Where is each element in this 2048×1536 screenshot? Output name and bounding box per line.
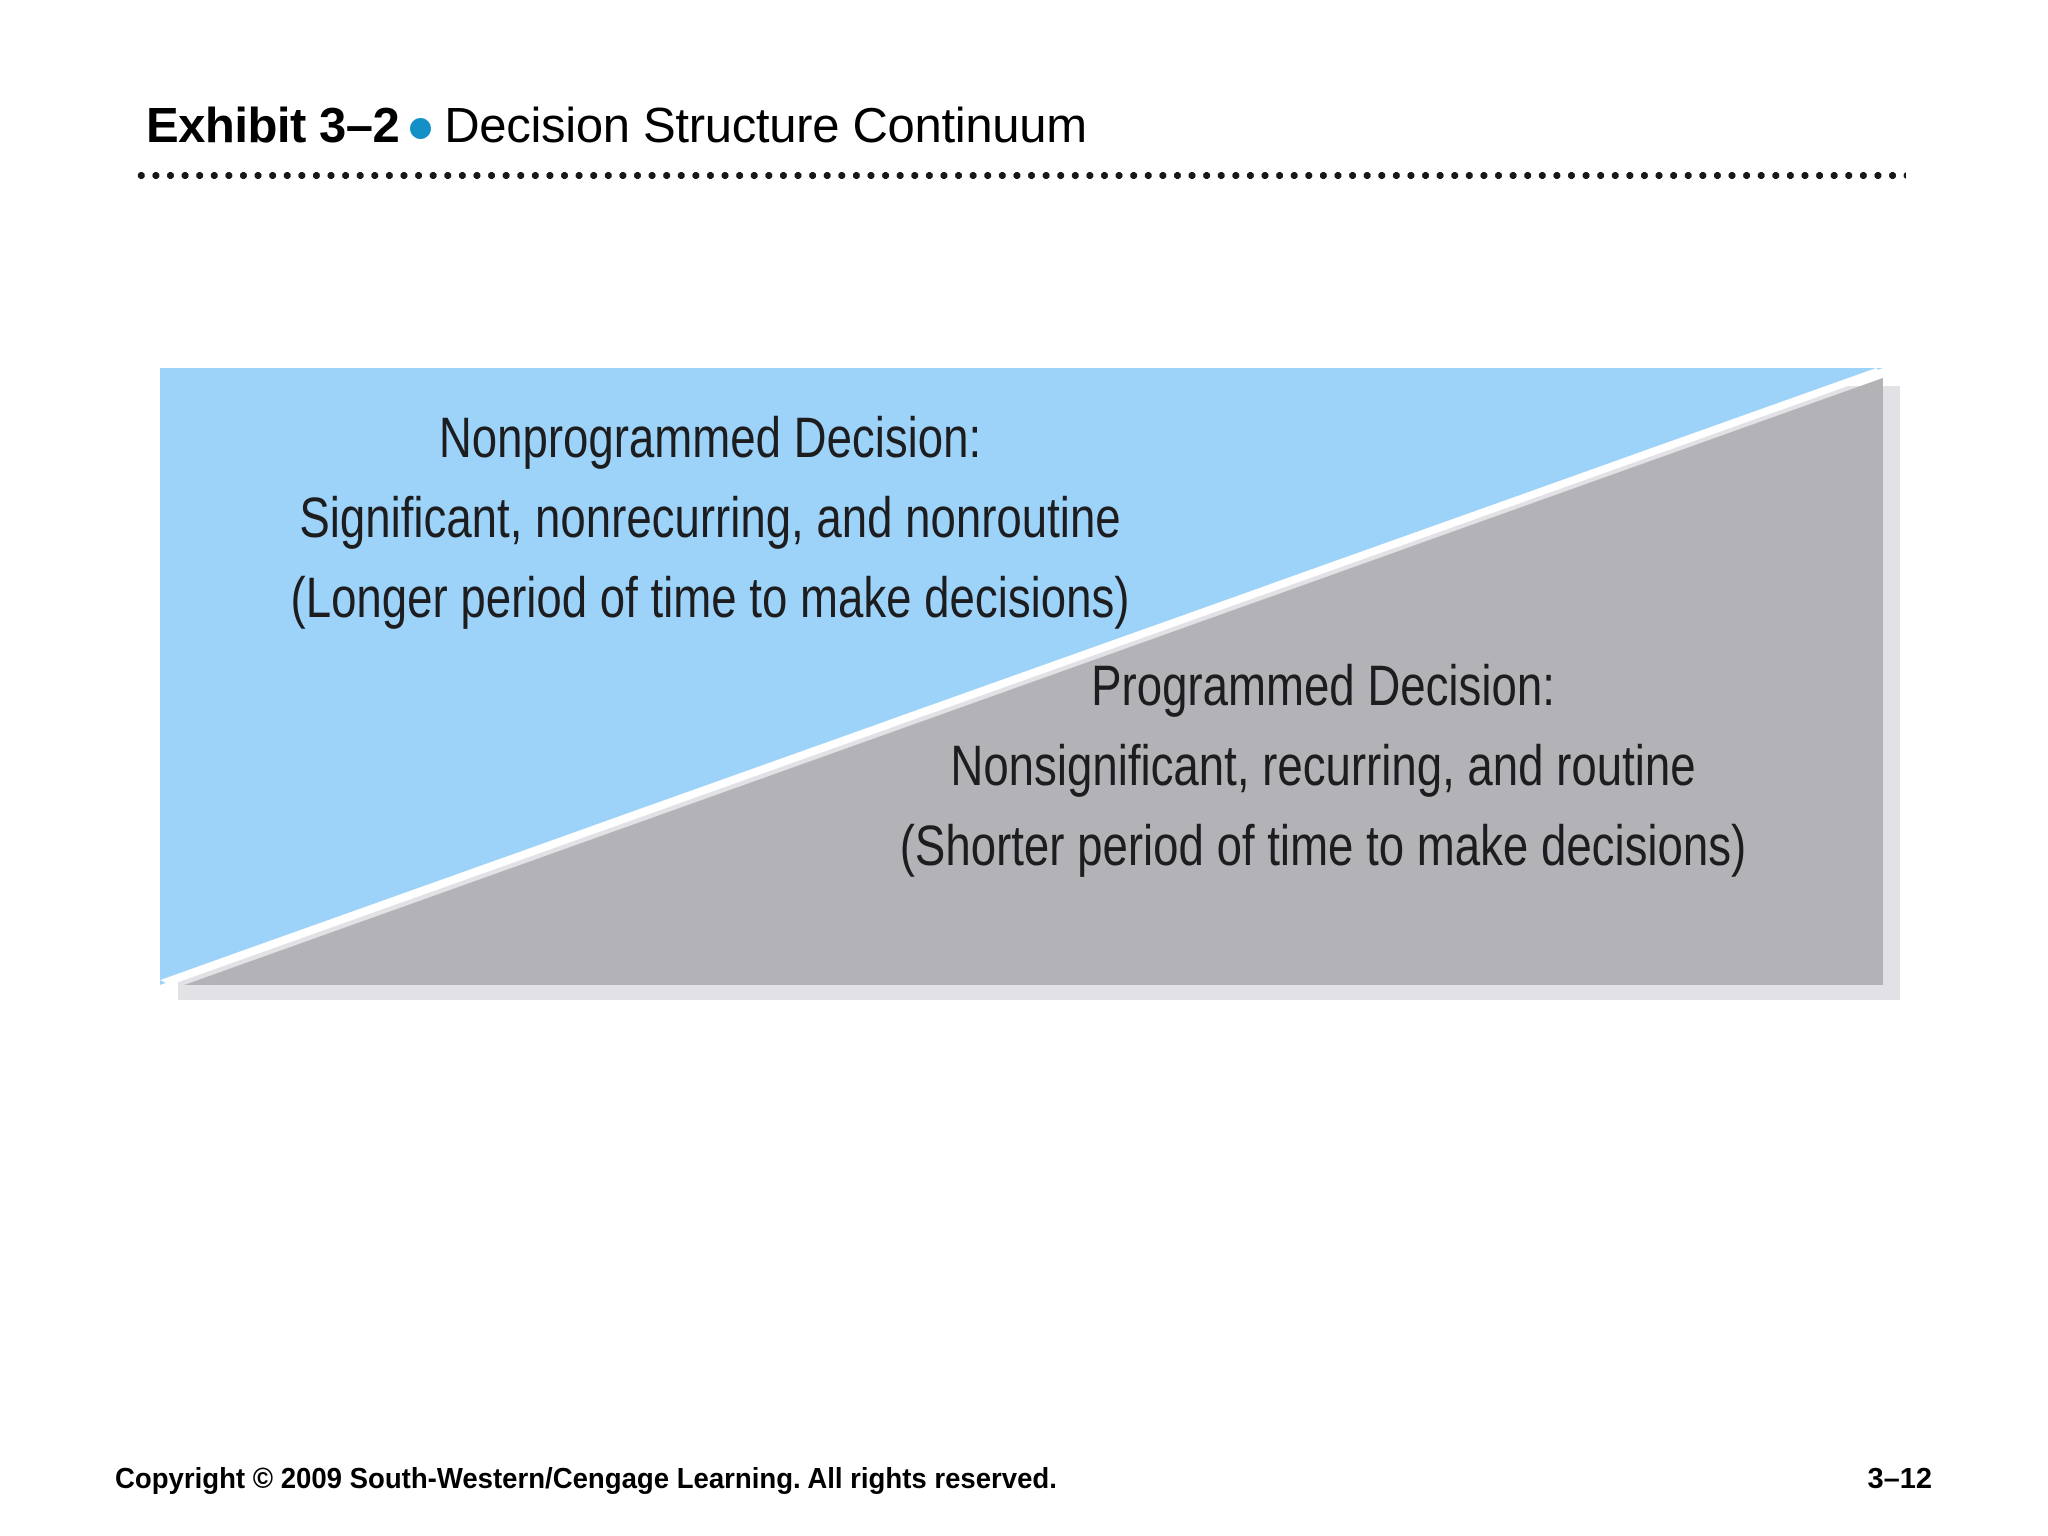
programmed-line-1: Programmed Decision: bbox=[1091, 654, 1555, 718]
exhibit-title-text: Decision Structure Continuum bbox=[444, 99, 1087, 153]
programmed-line-3: (Shorter period of time to make decision… bbox=[899, 814, 1747, 878]
diagram-body: Nonprogrammed Decision: Significant, non… bbox=[160, 368, 1883, 985]
nonprogrammed-line-1: Nonprogrammed Decision: bbox=[438, 406, 982, 470]
page-number: 3–12 bbox=[1867, 1463, 1932, 1495]
page-title: Exhibit 3–2 Decision Structure Continuum bbox=[146, 98, 1087, 154]
nonprogrammed-line-2: Significant, nonrecurring, and nonroutin… bbox=[299, 486, 1121, 550]
copyright-notice: Copyright © 2009 South-Western/Cengage L… bbox=[115, 1463, 1057, 1495]
programmed-line-2: Nonsignificant, recurring, and routine bbox=[950, 734, 1696, 798]
programmed-region-label: Programmed Decision: Nonsignificant, rec… bbox=[875, 646, 1771, 886]
nonprogrammed-line-3: (Longer period of time to make decisions… bbox=[290, 566, 1130, 630]
exhibit-label: Exhibit 3–2 bbox=[146, 99, 400, 153]
slide-header: Exhibit 3–2 Decision Structure Continuum bbox=[0, 0, 2048, 200]
header-dotted-divider bbox=[134, 172, 1906, 179]
decision-structure-continuum-diagram: Nonprogrammed Decision: Significant, non… bbox=[160, 368, 1900, 1000]
bullet-dot-icon bbox=[410, 118, 432, 139]
nonprogrammed-region-label: Nonprogrammed Decision: Significant, non… bbox=[270, 398, 1150, 638]
slide-footer: Copyright © 2009 South-Western/Cengage L… bbox=[0, 1406, 2048, 1536]
